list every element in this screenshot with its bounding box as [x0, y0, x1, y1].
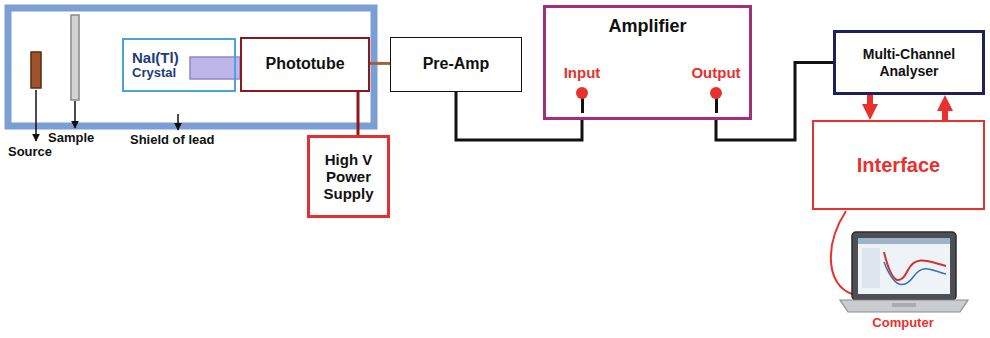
part-label: Source: [8, 145, 52, 160]
node-text: Pre-Amp: [423, 55, 490, 73]
node-text: Amplifier: [608, 16, 686, 37]
source-pellet: [31, 52, 41, 88]
part-label: Shield of lead: [130, 133, 215, 148]
leader-arrow: [74, 101, 76, 128]
power-supply-box: High V Power Supply: [307, 135, 390, 218]
node-text: High V Power Supply: [315, 151, 382, 203]
part-label: Sample: [48, 131, 94, 146]
node-text: Input: [564, 64, 601, 81]
signal-wire: [867, 95, 873, 110]
analyser-box: Multi-Channel Analyser: [833, 30, 985, 95]
light-guide: [190, 57, 240, 79]
leader-arrow: [35, 90, 37, 141]
node-text: Multi-Channel Analyser: [841, 46, 977, 78]
amplifier-box: AmplifierInput Output: [543, 5, 752, 120]
lead-shield: [8, 8, 374, 126]
computer-cable: [831, 211, 852, 294]
laptop-icon: [840, 232, 968, 312]
signal-wire: [942, 105, 948, 120]
jack-dot: [710, 87, 722, 99]
interface-box: Interface: [812, 120, 985, 210]
phototube-box: Phototube: [240, 37, 370, 92]
preamp-box: Pre-Amp: [390, 37, 522, 92]
sample-plate: [71, 15, 79, 100]
node-text: Phototube: [265, 55, 344, 73]
node-text: Output: [691, 64, 740, 81]
node-text: NaI(Tl): [132, 49, 179, 66]
part-label: Computer: [872, 316, 933, 331]
signal-wire: [357, 92, 360, 135]
jack-dot: [576, 87, 588, 99]
crystal-box: NaI(Tl)Crystal: [122, 38, 236, 92]
node-text: Interface: [857, 154, 940, 177]
leader-arrow: [177, 114, 179, 130]
signal-wire: [370, 62, 390, 65]
node-text: Crystal: [132, 66, 176, 81]
